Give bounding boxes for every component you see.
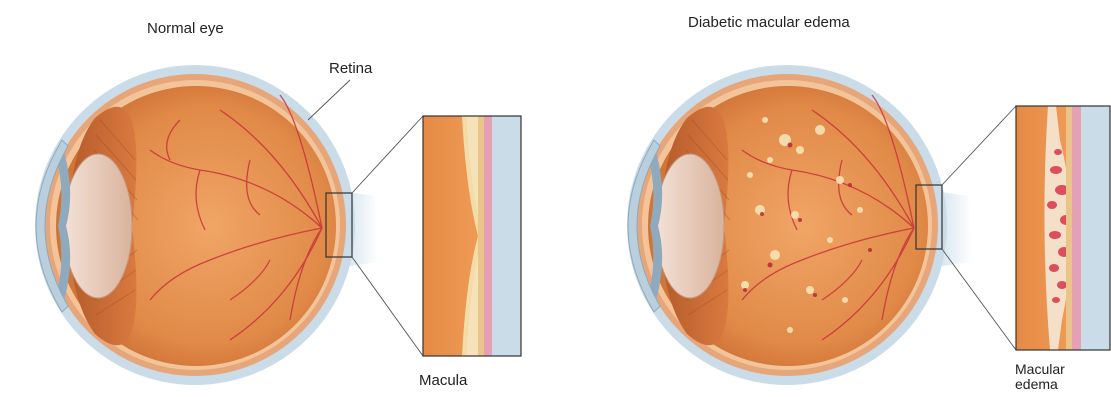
- macula-label: Macula: [419, 372, 467, 389]
- diabetic-eye: [627, 65, 1016, 385]
- edema-inset: [1016, 106, 1110, 350]
- retina-label: Retina: [329, 60, 372, 77]
- macular-edema-label: Macular edema: [1015, 362, 1095, 392]
- macular-edema-label-line2: edema: [1015, 377, 1095, 392]
- retina-pointer: [308, 80, 350, 120]
- lens: [64, 154, 132, 298]
- diabetic-eye-title: Diabetic macular edema: [688, 14, 850, 31]
- normal-eye-title: Normal eye: [147, 20, 224, 37]
- lens: [656, 154, 724, 298]
- normal-macula-inset: [423, 116, 521, 356]
- macular-edema-label-line1: Macular: [1015, 362, 1095, 377]
- normal-eye: [35, 65, 423, 385]
